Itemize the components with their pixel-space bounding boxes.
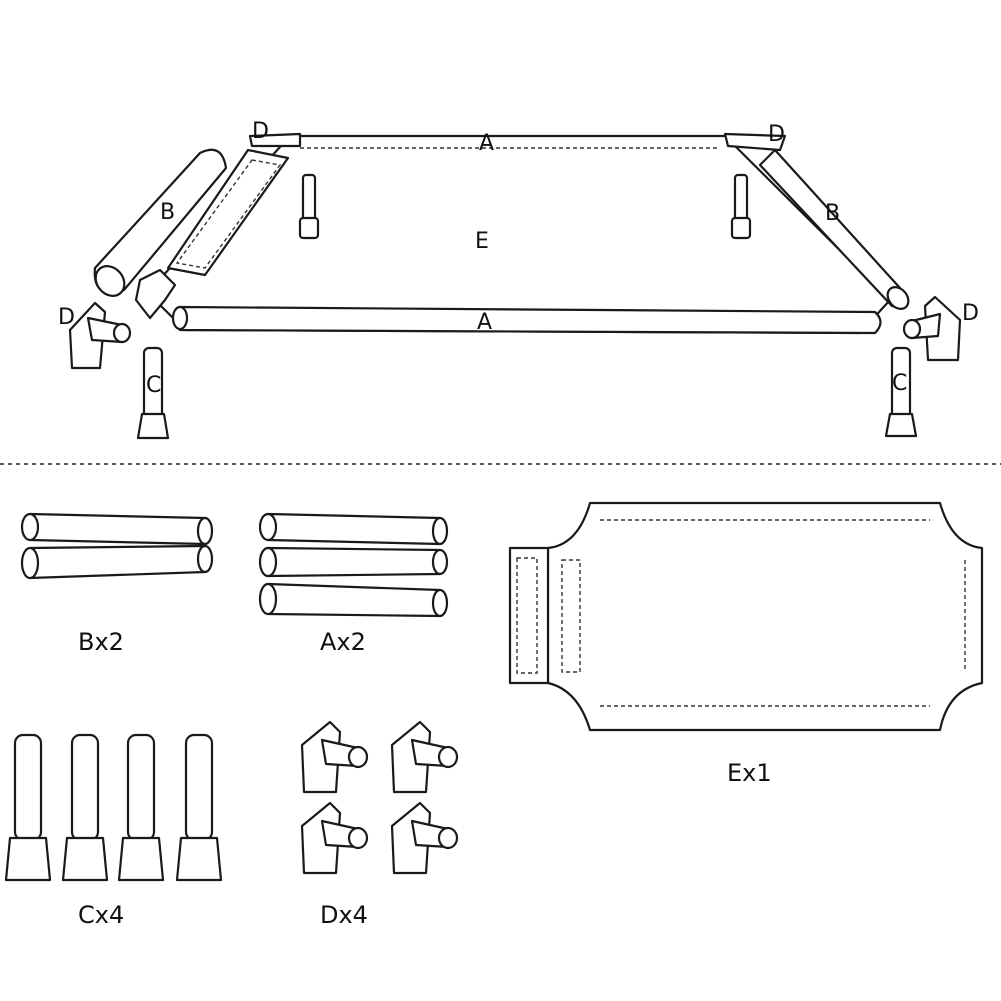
leg-c-1: [4, 733, 52, 882]
rail-b-left: [93, 148, 228, 297]
leg-c-2: [61, 733, 109, 882]
inner-leg-left: [298, 173, 320, 240]
part-b-rails: Bx2: [20, 512, 214, 656]
parts-list: Bx2 Ax2 Ex1: [4, 501, 984, 929]
connector-d-2: [390, 720, 459, 794]
part-a-rails: Ax2: [258, 512, 449, 656]
label-d-left: D: [58, 305, 75, 330]
part-e-fabric: Ex1: [508, 501, 984, 787]
caption-e: Ex1: [727, 759, 772, 787]
part-d-connectors: Dx4: [300, 720, 459, 929]
leg-c-3: [117, 733, 165, 882]
connector-d-3: [300, 801, 369, 875]
label-e-fabric: E: [475, 229, 489, 254]
connector-d-4: [390, 801, 459, 875]
label-c-left: C: [146, 373, 161, 398]
connector-d-left: [68, 301, 132, 370]
caption-d: Dx4: [320, 901, 368, 929]
caption-b: Bx2: [78, 628, 124, 656]
caption-c: Cx4: [78, 901, 124, 929]
rail-b-right: [758, 148, 910, 310]
rail-a-top: [248, 132, 787, 152]
assembly-view: D A D B E B D A D C C: [58, 119, 979, 440]
part-c-legs: Cx4: [4, 733, 223, 929]
inner-leg-right: [730, 173, 752, 240]
caption-a: Ax2: [320, 628, 366, 656]
label-b-right: B: [825, 201, 840, 226]
leg-c-left: [136, 346, 170, 440]
connector-d-1: [300, 720, 369, 794]
rail-a-bottom: [171, 305, 882, 335]
label-b-left: B: [160, 200, 175, 225]
label-d-right: D: [962, 301, 979, 326]
label-d-top-right: D: [768, 122, 785, 147]
leg-c-right: [884, 346, 918, 438]
connector-d-right: [902, 295, 962, 362]
label-a-top: A: [479, 131, 494, 156]
label-d-top-left: D: [252, 119, 269, 144]
label-c-right: C: [892, 371, 907, 396]
label-a-bottom: A: [477, 310, 492, 335]
leg-c-4: [175, 733, 223, 882]
